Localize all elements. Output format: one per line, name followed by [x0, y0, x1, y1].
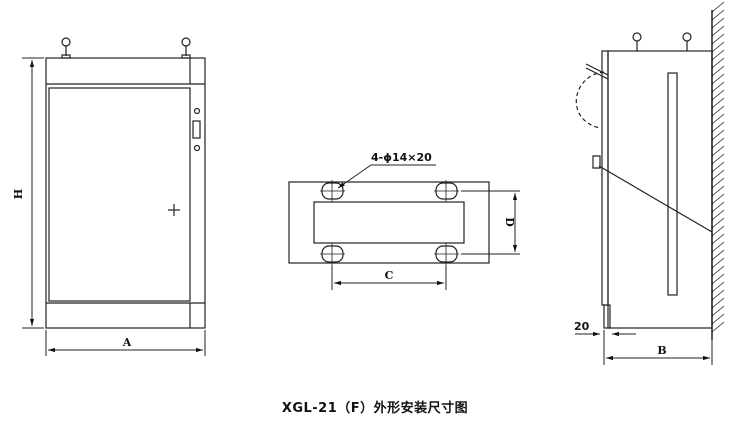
dimension-d-label: D — [503, 217, 516, 227]
dimension-d — [461, 190, 520, 255]
dimension-a-label: A — [122, 336, 132, 349]
vent-slot — [667, 72, 678, 296]
dimension-c — [331, 266, 447, 290]
hole-callout — [337, 164, 436, 189]
lifting-eye-left — [61, 37, 71, 59]
drawing-caption: XGL-21（F）外形安装尺寸图 — [281, 401, 469, 416]
dimension-b — [603, 330, 713, 365]
base-opening — [313, 201, 465, 244]
door-handle — [192, 107, 201, 152]
cabinet-door — [48, 87, 191, 302]
cabinet-door-edge — [601, 50, 609, 306]
dimension-20-label: 20 — [574, 320, 590, 333]
cabinet-outline — [45, 57, 206, 329]
center-mark — [168, 204, 180, 216]
base-plate — [288, 181, 490, 264]
dimension-a — [45, 330, 206, 356]
lifting-eye-right — [181, 37, 191, 59]
front-view — [45, 37, 206, 329]
side-view — [575, 1, 725, 340]
dimension-h — [22, 57, 44, 329]
base-plan — [288, 180, 490, 266]
wall — [711, 1, 725, 340]
hole-callout-label: 4-ϕ14×20 — [371, 151, 432, 164]
cabinet-side-outline — [607, 50, 713, 329]
lifting-eye-side-right — [682, 32, 692, 51]
lifting-eye-side-left — [632, 32, 642, 51]
dimension-c-label: C — [385, 269, 394, 282]
dimension-b-label: B — [657, 344, 666, 357]
dimension-h-label: H — [12, 189, 25, 199]
door-swing-arc — [575, 71, 605, 129]
